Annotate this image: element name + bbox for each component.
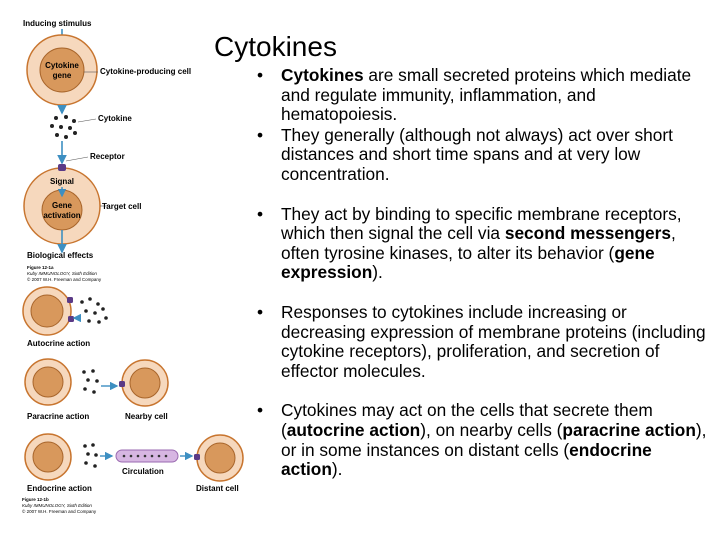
bullet-run: Responses to cytokines include increasin… bbox=[281, 301, 706, 381]
figure-b-caption-line1: Figure 12-1b bbox=[22, 497, 49, 502]
biological-effects-label: Biological effects bbox=[27, 251, 94, 260]
target-cell: Signal Gene activation bbox=[23, 164, 101, 245]
circulation-label: Circulation bbox=[122, 467, 164, 476]
bullet-run: ). bbox=[331, 459, 343, 480]
signal-label: Signal bbox=[50, 177, 74, 186]
figure-a-caption-line3: © 2007 W.H. Freeman and Company bbox=[27, 276, 102, 282]
endocrine-source-cell bbox=[24, 433, 72, 481]
slide-title: Cytokines bbox=[214, 30, 337, 62]
bullet-run: They act by binding to specific membrane… bbox=[281, 203, 682, 244]
bullet-run: paracrine action bbox=[562, 419, 696, 440]
target-cell-label: Target cell bbox=[102, 202, 141, 211]
figure-a-caption-line1: Figure 12-1a bbox=[27, 265, 54, 270]
bullet-run: endocrine action bbox=[281, 439, 652, 480]
autocrine-cell bbox=[22, 286, 74, 336]
cytokine-label: Cytokine bbox=[98, 114, 132, 123]
autocrine-label: Autocrine action bbox=[27, 339, 90, 348]
receptor-shape bbox=[119, 381, 125, 387]
bullet-run: Cytokines may act on the cells that secr… bbox=[281, 400, 653, 440]
circulation-vessel bbox=[115, 449, 179, 463]
bullet-run: ). bbox=[372, 262, 383, 283]
receptor-shape bbox=[67, 297, 73, 303]
cytokine-molecules bbox=[50, 115, 77, 139]
figure-b-caption-line3: © 2007 W.H. Freeman and Company bbox=[22, 508, 97, 514]
paracrine-cytokines bbox=[82, 369, 99, 394]
cytokine-gene-label-line2: gene bbox=[53, 71, 72, 80]
nearby-cell bbox=[119, 359, 169, 407]
producing-cell-label: Cytokine-producing cell bbox=[100, 67, 191, 76]
bullet-item: They act by binding to specific membrane… bbox=[257, 203, 707, 283]
cytokine-gene-label-line1: Cytokine bbox=[45, 61, 79, 70]
cytokine-gene-nucleus bbox=[39, 47, 85, 93]
bullet-run: gene expression bbox=[281, 242, 655, 283]
nearby-cell-label: Nearby cell bbox=[125, 412, 168, 421]
bullet-run: ), on nearby cells ( bbox=[420, 419, 563, 440]
receptor-shape bbox=[58, 164, 66, 171]
receptor-label: Receptor bbox=[90, 152, 125, 161]
bullet-run: autocrine action bbox=[286, 419, 421, 440]
bullet-list: Cytokines are small secreted proteins wh… bbox=[257, 65, 707, 500]
bullet-run: , often tyrosine kinases, to alter its b… bbox=[281, 223, 676, 263]
bullet-run: ), or in some instances on distant cells… bbox=[281, 419, 707, 460]
bullet-run: are small secreted proteins which mediat… bbox=[281, 65, 692, 125]
bullet-item: Cytokines are small secreted proteins wh… bbox=[257, 65, 707, 125]
cytokine-action-figure: Inducing stimulus Cytokine gene Cytokine… bbox=[22, 19, 244, 514]
leader-line bbox=[77, 118, 97, 123]
bullet-item: Responses to cytokines include increasin… bbox=[257, 301, 707, 381]
figure-b-caption-line2: Kuby IMMUNOLOGY, Sixth Edition bbox=[22, 503, 92, 508]
receptor-shape bbox=[68, 316, 74, 322]
endocrine-label: Endocrine action bbox=[27, 484, 92, 493]
bullet-run: They generally (although not always) act… bbox=[281, 124, 673, 184]
paracrine-label: Paracrine action bbox=[27, 412, 89, 421]
bullet-run: Cytokines bbox=[281, 65, 364, 85]
bullet-item: They generally (although not always) act… bbox=[257, 124, 707, 185]
distant-cell bbox=[194, 434, 244, 482]
distant-cell-label: Distant cell bbox=[196, 484, 239, 493]
receptor-shape bbox=[194, 454, 200, 460]
gene-activation-label-line1: Gene bbox=[52, 201, 73, 210]
cytokine-producing-cell: Cytokine gene bbox=[26, 34, 98, 106]
bullet-run: second messengers bbox=[504, 223, 671, 244]
inducing-stimulus-label: Inducing stimulus bbox=[23, 19, 92, 28]
figure-a-caption-line2: Kuby IMMUNOLOGY, Sixth Edition bbox=[27, 271, 97, 276]
paracrine-source-cell bbox=[24, 358, 72, 406]
endocrine-cytokines bbox=[83, 443, 98, 468]
autocrine-cytokines bbox=[80, 297, 108, 324]
bullet-item: Cytokines may act on the cells that secr… bbox=[257, 401, 707, 479]
gene-activation-label-line2: activation bbox=[43, 211, 80, 220]
leader-line bbox=[65, 156, 89, 162]
